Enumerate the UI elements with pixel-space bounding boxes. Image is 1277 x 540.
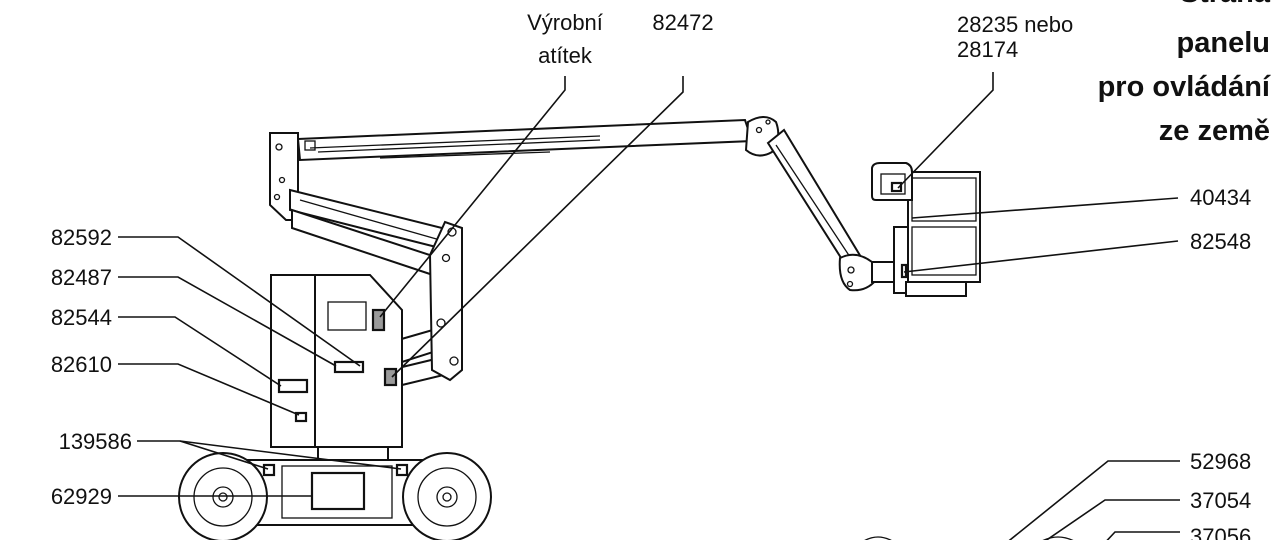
label-82610: 82610 <box>51 352 112 377</box>
label-52968: 52968 <box>1190 449 1251 474</box>
jib-arm <box>766 128 878 292</box>
label-139586: 139586 <box>59 429 132 454</box>
leader-lines <box>118 72 1180 540</box>
machine-drawing <box>178 116 1074 540</box>
label-37054: 37054 <box>1190 488 1251 513</box>
label-28235-line1: 28235 nebo <box>957 12 1073 37</box>
part-labels: Výrobní atítek 82472 28235 nebo 28174 40… <box>51 10 1251 540</box>
bottom-partial-parts <box>864 536 1074 540</box>
platform <box>871 162 981 297</box>
label-82548: 82548 <box>1190 229 1251 254</box>
platform-rotator <box>871 226 909 294</box>
label-82472: 82472 <box>652 10 713 35</box>
title-line-3: pro ovládání <box>1098 71 1271 103</box>
label-40434: 40434 <box>1190 185 1251 210</box>
label-82592: 82592 <box>51 225 112 250</box>
title-line-4: ze země <box>1159 115 1270 147</box>
label-vyrobni-line2: atítek <box>538 43 593 68</box>
decals <box>262 263 908 511</box>
riser-tower <box>428 220 463 382</box>
label-28235-line2: 28174 <box>957 37 1018 62</box>
title-line-1: Strana <box>1180 0 1271 9</box>
label-37056: 37056 <box>1190 524 1251 540</box>
title-block: Strana panelu pro ovládání ze země <box>1098 0 1271 147</box>
title-line-2: panelu <box>1177 27 1270 59</box>
label-vyrobni-line1: Výrobní <box>527 10 603 35</box>
label-82544: 82544 <box>51 305 112 330</box>
label-62929: 62929 <box>51 484 112 509</box>
wheel-right <box>402 452 492 540</box>
label-82487: 82487 <box>51 265 112 290</box>
